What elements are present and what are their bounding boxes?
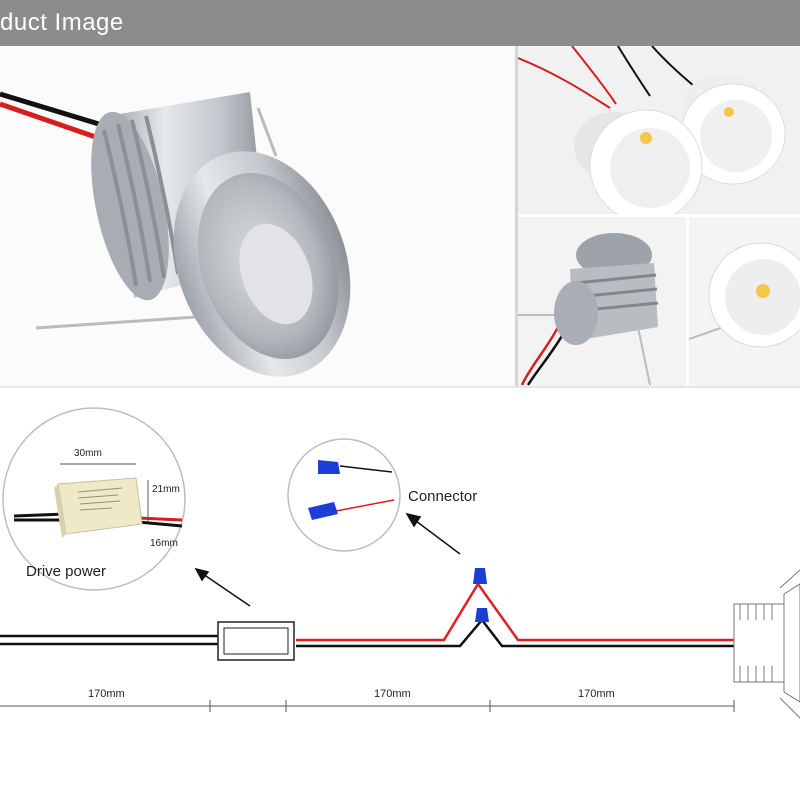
wiring-diagram: 30mm 21mm 16mm Drive power Connector	[0, 407, 800, 719]
section-header: duct Image	[0, 0, 800, 46]
product-photo-main	[0, 46, 515, 386]
photo-divider	[515, 46, 518, 386]
connector-callout: Connector	[287, 438, 477, 552]
product-photo-front	[689, 217, 800, 386]
product-photo-side	[518, 217, 686, 386]
wire-nut-icon	[308, 460, 340, 520]
drive-power-width: 30mm	[74, 448, 102, 459]
drive-power-depth: 16mm	[150, 538, 178, 549]
dimension-2: 170mm	[374, 688, 411, 700]
product-photo-white-pair	[518, 46, 800, 214]
drive-power-height: 21mm	[152, 484, 180, 495]
dimension-3: 170mm	[578, 688, 615, 700]
inline-connector-icon	[473, 568, 489, 622]
lamp-outline-icon	[733, 569, 800, 719]
dimension-ruler: 170mm 170mm 170mm	[0, 688, 735, 712]
connector-arrow	[411, 517, 461, 555]
dimension-1: 170mm	[88, 688, 125, 700]
drive-power-arrow	[199, 571, 251, 607]
wire-run	[0, 581, 734, 648]
drive-power-callout: 30mm 21mm 16mm Drive power	[2, 407, 186, 591]
section-divider	[0, 386, 800, 388]
connector-label: Connector	[408, 488, 477, 505]
connector-arrowhead	[405, 512, 422, 528]
drive-power-label: Drive power	[26, 563, 106, 580]
section-title: duct Image	[0, 9, 124, 36]
drive-power-box	[54, 477, 143, 538]
drive-power-arrowhead	[194, 567, 210, 582]
inline-driver-icon	[217, 621, 295, 661]
